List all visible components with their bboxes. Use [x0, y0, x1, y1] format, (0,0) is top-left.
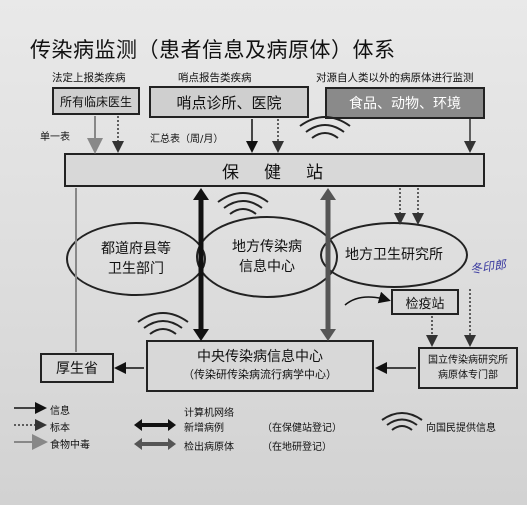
category-nonhuman: 对源自人类以外的病原体进行监测 — [316, 72, 474, 84]
legend-pathogen-note: （在地研登记） — [262, 442, 332, 453]
niid-label-2: 病原体专门部 — [438, 370, 498, 381]
quarantine-box: 检疫站 — [391, 289, 459, 315]
broadcast-icon-lower — [137, 312, 189, 335]
nonhuman-sources-box: 食品、动物、环境 — [325, 87, 485, 119]
nonhuman-sources-label: 食品、动物、环境 — [349, 96, 461, 112]
legend-info: 信息 — [50, 406, 70, 417]
summary-form-label: 汇总表（周/月） — [150, 134, 224, 145]
local-center-label-1: 地方传染病 — [232, 239, 302, 255]
health-center-box: 保 健 站 — [64, 153, 485, 187]
mhlw-box: 厚生省 — [40, 353, 114, 383]
category-sentinel: 哨点报告类疾病 — [178, 72, 252, 84]
legend-food-poisoning: 食物中毒 — [50, 440, 90, 451]
niid-box: 国立传染病研究所 病原体专门部 — [418, 347, 518, 389]
legend-public-info: 向国民提供信息 — [426, 423, 496, 434]
broadcast-icon-top — [299, 116, 351, 139]
single-form-label: 单一表 — [40, 132, 70, 143]
legend-new-cases-note: （在保健站登记） — [262, 423, 342, 434]
mhlw-label: 厚生省 — [56, 361, 98, 377]
central-center-label-2: （传染研传染病流行病学中心） — [183, 368, 337, 381]
diagram-title: 传染病监测（患者信息及病原体）体系 — [30, 38, 396, 62]
quarantine-arrow — [344, 291, 391, 306]
clinicians-label: 所有临床医生 — [59, 94, 132, 109]
legend-new-cases: 新增病例 — [184, 423, 224, 434]
legend-specimen: 标本 — [50, 423, 70, 434]
local-center-label-2: 信息中心 — [239, 259, 295, 275]
legend-pathogen: 检出病原体 — [184, 442, 234, 453]
legend-broadcast-icon — [381, 412, 423, 431]
central-center-box: 中央传染病信息中心 （传染研传染病流行病学中心） — [146, 340, 374, 392]
central-center-label-1: 中央传染病信息中心 — [197, 349, 323, 365]
quarantine-label: 检疫站 — [405, 296, 445, 312]
category-notifiable: 法定上报类疾病 — [52, 72, 126, 84]
sentinel-clinics-box: 哨点诊所、医院 — [149, 86, 309, 118]
legend-network: 计算机网络 — [184, 408, 234, 419]
broadcast-icon-middle — [217, 192, 269, 215]
clinicians-box: 所有临床医生 — [52, 87, 140, 115]
prefecture-label-1: 都道府县等 — [101, 241, 171, 257]
prefecture-label-2: 卫生部门 — [108, 261, 164, 277]
sentinel-clinics-label: 哨点诊所、医院 — [176, 93, 282, 112]
health-center-label: 保 健 站 — [222, 162, 327, 183]
local-institute-label: 地方卫生研究所 — [345, 247, 443, 263]
niid-label-1: 国立传染病研究所 — [428, 355, 508, 366]
